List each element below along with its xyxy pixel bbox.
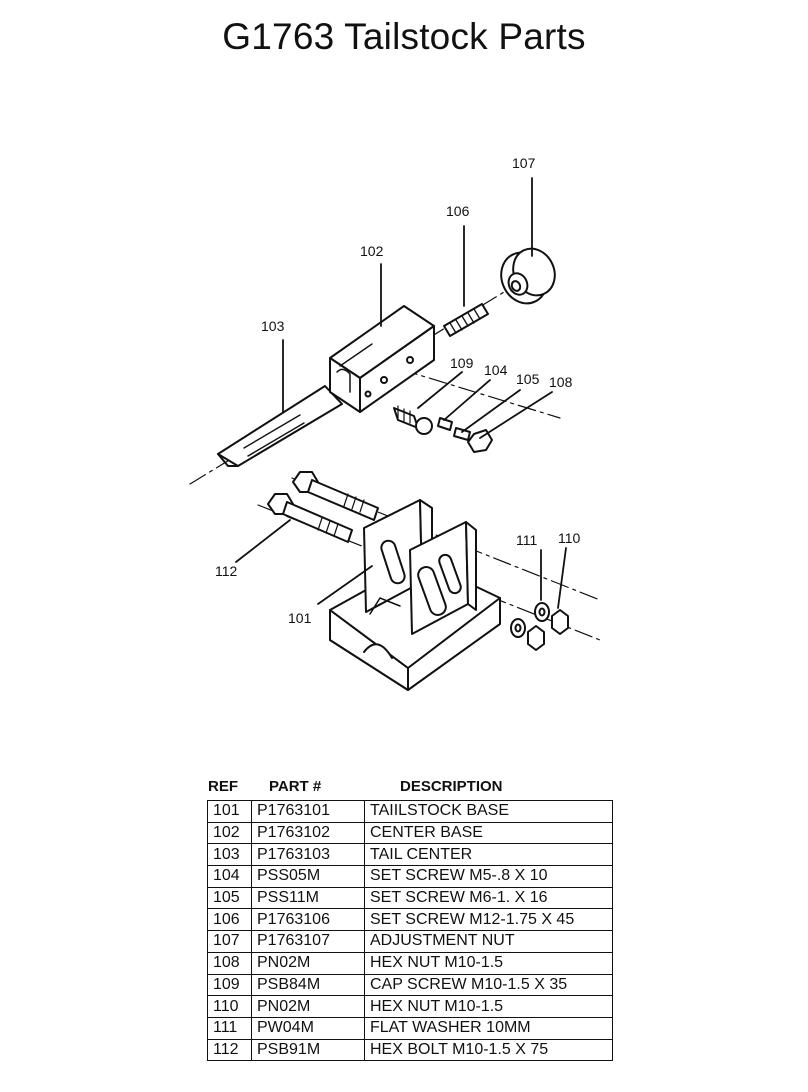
cell-ref: 109 — [207, 973, 252, 997]
callout-106: 106 — [446, 203, 470, 219]
callout-103: 103 — [261, 318, 285, 334]
callout-112: 112 — [215, 563, 238, 579]
callout-102: 102 — [360, 243, 384, 259]
tailstock-base-part — [329, 499, 501, 691]
cell-ref: 105 — [207, 886, 252, 910]
cell-ref: 110 — [207, 995, 252, 1018]
cell-description: TAIILSTOCK BASE — [364, 800, 613, 823]
callout-109: 109 — [450, 355, 474, 371]
callout-107: 107 — [512, 155, 536, 171]
cell-part-number: PSB91M — [251, 1038, 365, 1062]
cell-description: FLAT WASHER 10MM — [364, 1016, 613, 1040]
cell-description: CAP SCREW M10-1.5 X 35 — [364, 973, 613, 997]
cell-part-number: PSS05M — [251, 865, 365, 888]
callout-108: 108 — [549, 374, 573, 390]
cell-part-number: PN02M — [251, 951, 365, 975]
hex-nuts-110-part — [527, 609, 569, 651]
cell-ref: 107 — [207, 930, 252, 953]
set-screw-106-part — [443, 303, 489, 337]
callout-101: 101 — [288, 610, 312, 626]
page-title: G1763 Tailstock Parts — [222, 16, 586, 57]
cell-ref: 112 — [207, 1038, 252, 1062]
cell-part-number: P1763106 — [251, 908, 365, 932]
adjustment-nut-part — [500, 247, 556, 305]
hex-bolts-112-part — [267, 471, 379, 543]
exploded-parts-diagram: 107 106 102 103 109 104 105 108 111 110 … — [189, 155, 601, 691]
callout-110: 110 — [558, 530, 581, 546]
cell-part-number: P1763107 — [251, 930, 365, 953]
cell-part-number: PSS11M — [251, 886, 365, 910]
cell-description: SET SCREW M5-.8 X 10 — [364, 865, 613, 888]
cell-part-number: P1763102 — [251, 821, 365, 845]
cell-description: HEX BOLT M10-1.5 X 75 — [364, 1038, 613, 1062]
cell-part-number: P1763101 — [251, 800, 365, 823]
cell-ref: 101 — [207, 800, 252, 823]
cell-description: SET SCREW M6-1. X 16 — [364, 886, 613, 910]
tail-center-part — [217, 385, 343, 467]
cell-description: ADJUSTMENT NUT — [364, 930, 613, 953]
table-header-ref: REF — [208, 778, 238, 795]
cell-part-number: PSB84M — [251, 973, 365, 997]
set-screw-104-part — [437, 417, 453, 431]
cell-ref: 108 — [207, 951, 252, 975]
callout-105: 105 — [516, 371, 540, 387]
cell-description: HEX NUT M10-1.5 — [364, 951, 613, 975]
set-screw-105-part — [453, 427, 471, 441]
cell-part-number: PW04M — [251, 1016, 365, 1040]
table-header-part: PART # — [269, 778, 322, 795]
cell-ref: 111 — [207, 1016, 252, 1040]
callout-111: 111 — [516, 532, 537, 548]
leader-lines — [235, 177, 567, 609]
table-header-description: DESCRIPTION — [400, 778, 503, 795]
cell-ref: 106 — [207, 908, 252, 932]
cell-ref: 103 — [207, 843, 252, 867]
cell-part-number: PN02M — [251, 995, 365, 1018]
cell-description: TAIL CENTER — [364, 843, 613, 867]
center-base-part — [329, 305, 435, 413]
cell-ref: 102 — [207, 821, 252, 845]
cell-ref: 104 — [207, 865, 252, 888]
cell-description: SET SCREW M12-1.75 X 45 — [364, 908, 613, 932]
hex-nut-108-part — [467, 429, 493, 453]
cell-description: HEX NUT M10-1.5 — [364, 995, 613, 1018]
flat-washers-111-part — [510, 602, 550, 638]
cap-screw-109-part — [393, 405, 433, 435]
cell-description: CENTER BASE — [364, 821, 613, 845]
cell-part-number: P1763103 — [251, 843, 365, 867]
callout-104: 104 — [484, 362, 508, 378]
